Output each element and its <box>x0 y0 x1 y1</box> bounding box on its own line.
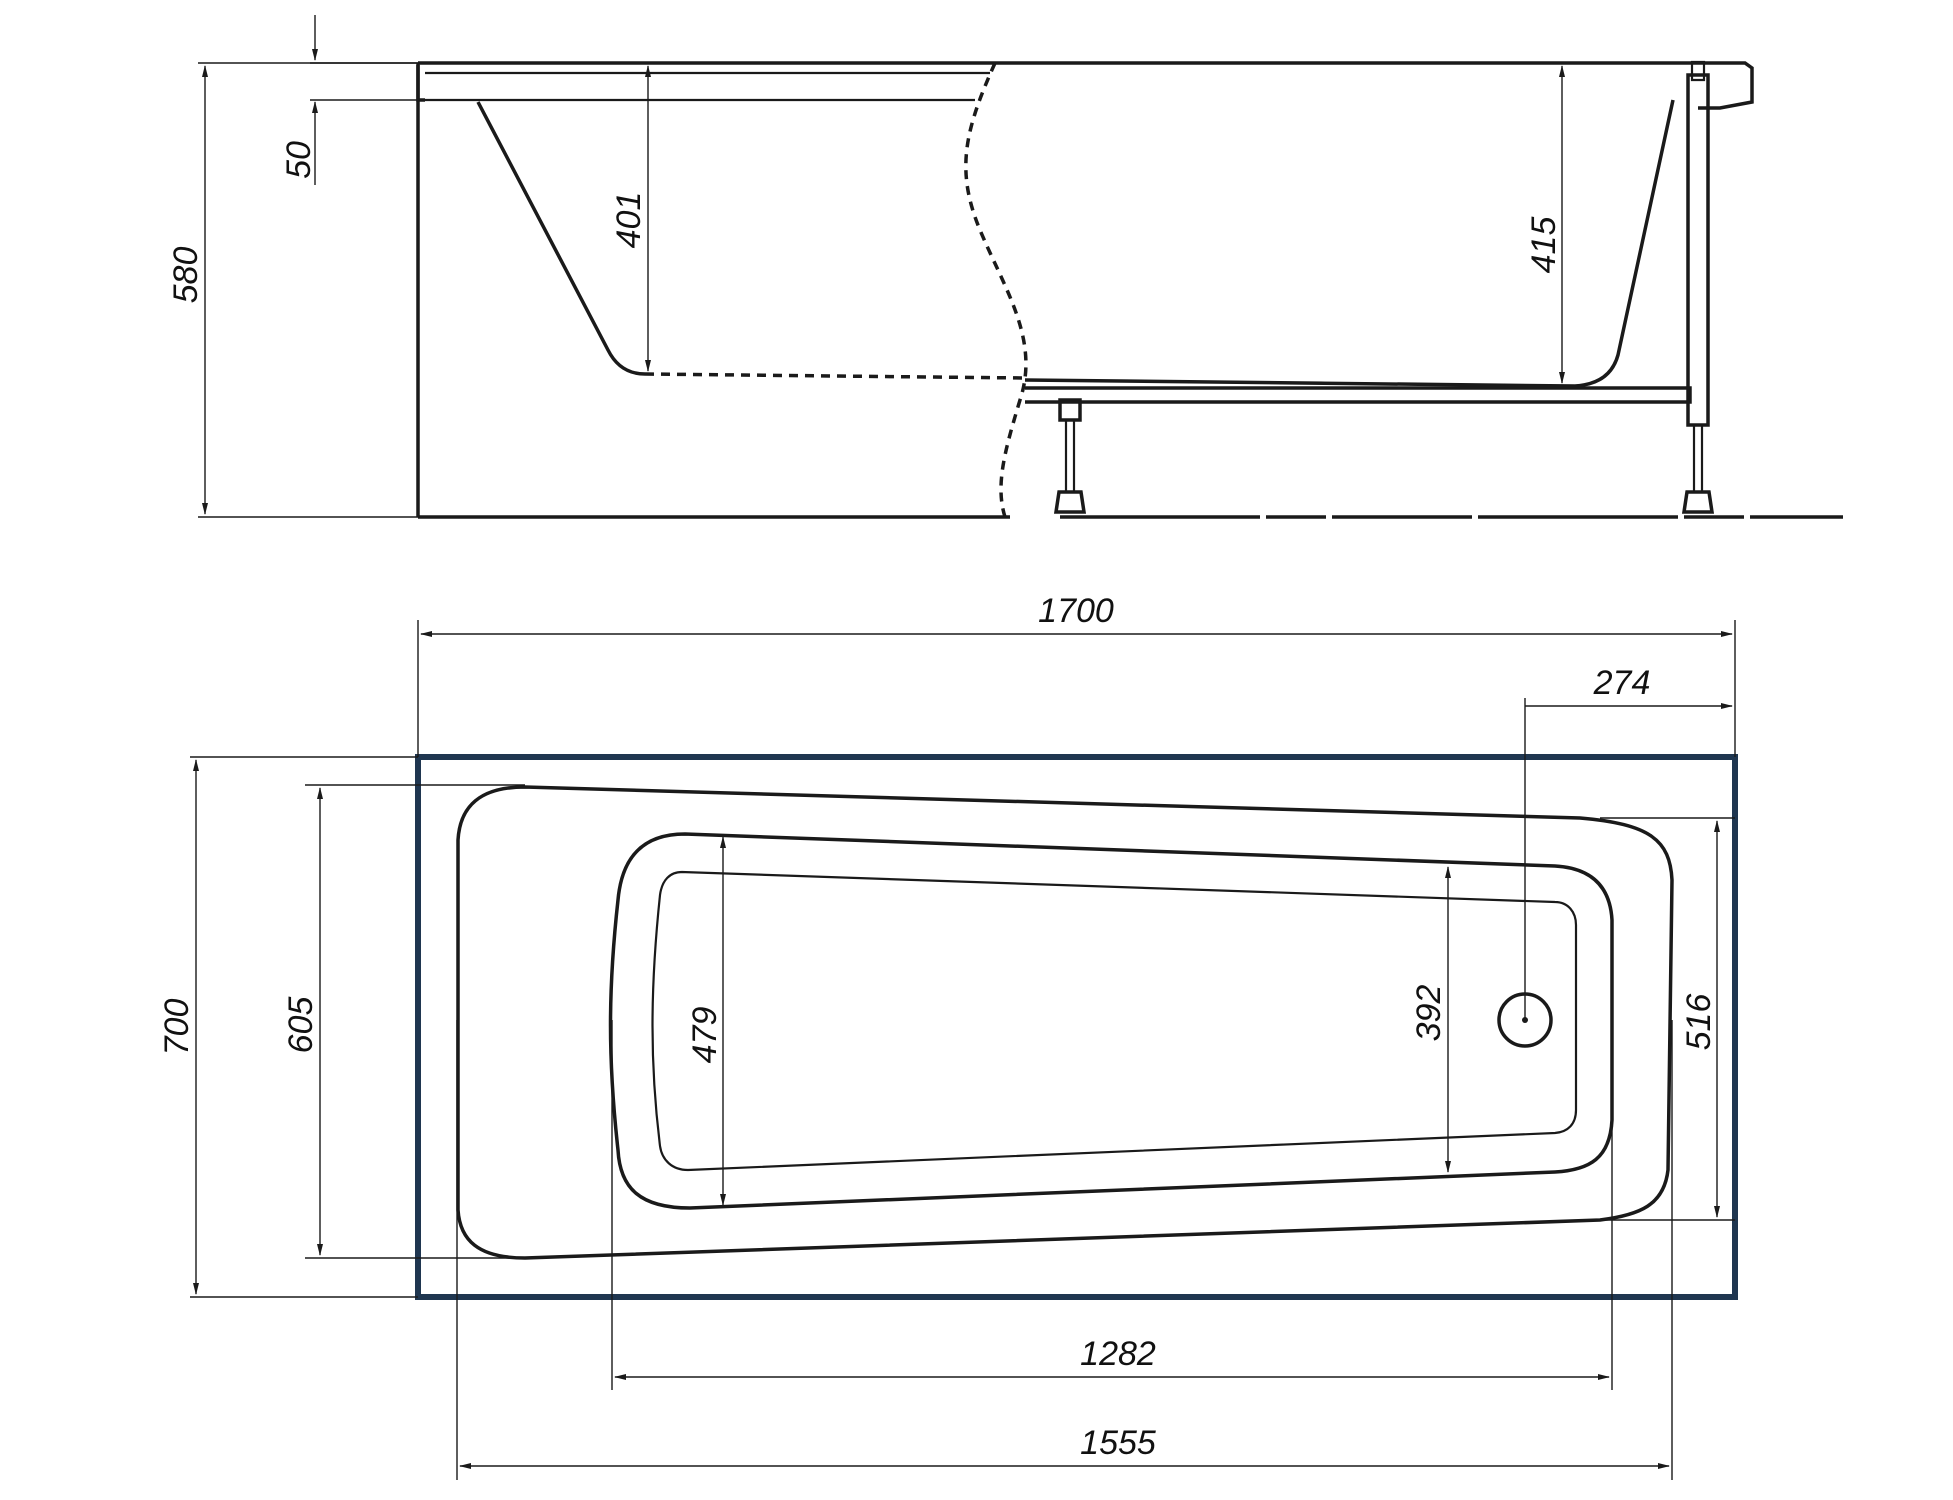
left-leg-bracket <box>1058 398 1082 422</box>
dim-depth-left-label: 401 <box>610 192 648 249</box>
dim-basin-width-left: 479 <box>686 836 726 1206</box>
dim-length-label: 1700 <box>1038 592 1114 630</box>
side-view: 50 580 401 415 <box>167 15 1843 519</box>
basin-floor-contour <box>651 870 1578 1172</box>
dim-end-width: 516 <box>1600 817 1735 1221</box>
dim-rim: 50 <box>280 15 418 185</box>
dim-end-width-label: 516 <box>1680 994 1718 1051</box>
basin-contour <box>608 832 1614 1210</box>
right-leg-rod <box>1692 425 1704 492</box>
dim-inner-length: 1555 <box>456 1020 1673 1480</box>
dim-basin-length-label: 1282 <box>1080 1335 1156 1373</box>
tub-top-rim <box>418 61 1754 110</box>
dim-inner-width-label: 605 <box>282 997 320 1054</box>
break-line <box>964 62 1028 518</box>
dim-width: 700 <box>158 756 418 1298</box>
dim-width-label: 700 <box>158 999 196 1056</box>
dim-depth-right-label: 415 <box>1525 217 1563 274</box>
dim-inner-length-label: 1555 <box>1080 1424 1156 1462</box>
dim-basin-width-right: 392 <box>1410 866 1451 1173</box>
dim-drain-offset: 274 <box>1524 664 1733 1020</box>
dim-depth-right: 415 <box>1525 65 1565 384</box>
top-view: 1700 274 700 605 479 <box>158 592 1738 1480</box>
right-post-cap <box>1690 60 1706 82</box>
left-leg-rod <box>1064 420 1076 492</box>
dim-drain-offset-label: 274 <box>1593 664 1651 702</box>
basin-floor-hidden <box>644 372 1026 380</box>
dim-depth-left: 401 <box>610 65 651 372</box>
outer-basin-contour <box>456 785 1674 1260</box>
dim-inner-width: 605 <box>282 784 525 1259</box>
rim-left-cap <box>416 63 425 102</box>
dim-height: 580 <box>167 62 418 518</box>
dim-length: 1700 <box>417 592 1736 757</box>
basin-floor <box>1024 99 1675 388</box>
basin-left-slope <box>476 101 646 376</box>
right-leg-foot <box>1681 490 1715 514</box>
dim-rim-label: 50 <box>280 141 318 179</box>
dim-height-label: 580 <box>167 247 205 304</box>
right-support-post <box>1686 73 1710 427</box>
tub-outline-frame <box>415 754 1738 1300</box>
dim-basin-length: 1282 <box>611 1020 1613 1390</box>
left-leg-foot <box>1053 490 1087 514</box>
support-rail <box>1025 386 1692 404</box>
dim-basin-width-right-label: 392 <box>1410 985 1448 1042</box>
dim-basin-width-left-label: 479 <box>686 1007 724 1064</box>
